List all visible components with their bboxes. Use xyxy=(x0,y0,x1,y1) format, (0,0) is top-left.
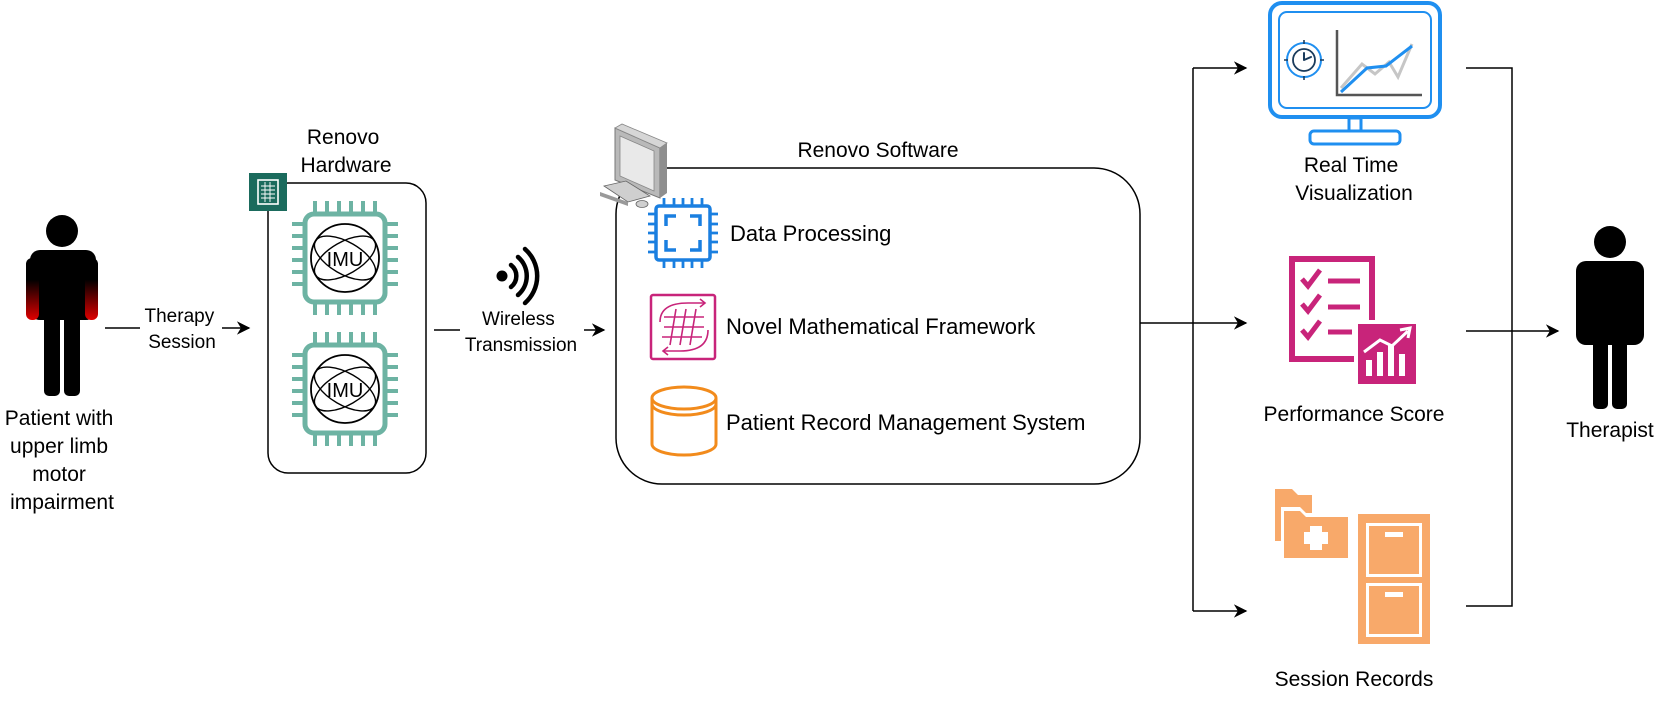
performance-label: Performance Score xyxy=(1264,403,1445,426)
software-title: Renovo Software xyxy=(797,139,958,162)
clock-icon xyxy=(1284,40,1324,80)
math-framework-icon xyxy=(649,293,717,361)
hardware-badge-icon xyxy=(249,173,287,211)
database-cylinder-icon xyxy=(650,385,718,457)
filing-cabinet-icon xyxy=(1358,514,1430,644)
imu-sensor-icon: IMU xyxy=(292,332,398,446)
software-item-label: Data Processing xyxy=(730,221,891,246)
imu-label: IMU xyxy=(327,249,364,271)
wireless-signal-icon xyxy=(496,246,540,306)
processor-chip-icon xyxy=(648,198,718,268)
therapist-label: Therapist xyxy=(1566,419,1654,442)
therapist-figure-icon xyxy=(1576,226,1644,409)
desktop-computer-icon xyxy=(600,123,668,208)
software-container xyxy=(615,167,1141,485)
hardware-container xyxy=(267,182,427,474)
realtime-label: Real Time Visualization xyxy=(1295,154,1413,205)
output-connector-line xyxy=(1140,68,1194,611)
patient-label: Patient with upper limb motor impairment xyxy=(5,407,119,514)
folders-icon xyxy=(1275,489,1351,561)
patient-figure-icon xyxy=(26,215,98,396)
software-item-label: Patient Record Management System xyxy=(726,410,1086,435)
input-connector-line xyxy=(1466,67,1513,607)
imu-label: IMU xyxy=(327,380,364,402)
therapy-session-label: Therapy Session xyxy=(145,306,220,353)
imu-sensor-icon: IMU xyxy=(292,201,398,315)
software-item-label: Novel Mathematical Framework xyxy=(726,314,1036,339)
monitor-chart-icon xyxy=(1268,1,1442,146)
performance-checklist-icon xyxy=(1289,256,1420,388)
wireless-label: Wireless Transmission xyxy=(465,309,577,356)
session-records-label: Session Records xyxy=(1275,668,1434,691)
hardware-title: Renovo Hardware xyxy=(300,126,391,177)
